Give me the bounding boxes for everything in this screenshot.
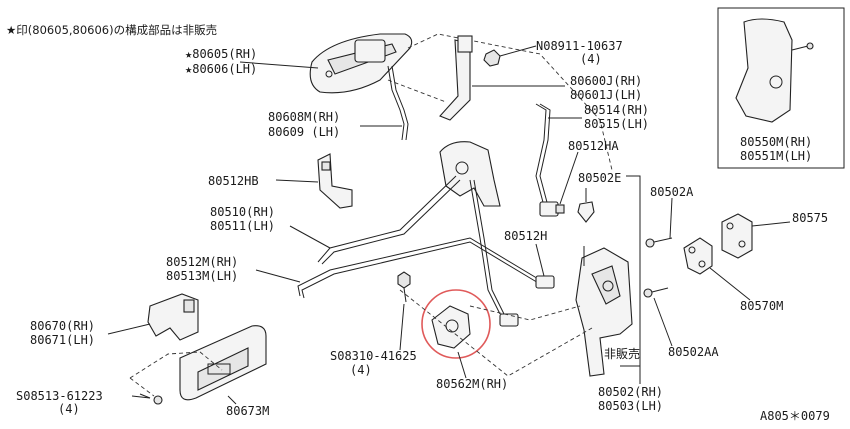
latch-bracket: [439, 141, 501, 207]
inset-box: [717, 7, 845, 169]
label-80606: ★80606(LH): [185, 62, 257, 76]
screw-80502aa: [643, 287, 669, 298]
label-80510: 80510(RH): [210, 205, 275, 219]
label-80550m: 80550M(RH): [740, 135, 812, 149]
escutcheon-80673m: [179, 325, 267, 401]
rod-80608m: [387, 65, 409, 141]
label-08911: N08911-10637: [536, 39, 623, 53]
label-80513m: 80513M(LH): [166, 269, 238, 283]
label-80515: 80515(LH): [584, 117, 649, 131]
diagram-code: A805＊0079: [760, 409, 830, 423]
label-80512ha: 80512HA: [568, 139, 619, 153]
label-80551m: 80551M(LH): [740, 149, 812, 163]
label-80600j: 80600J(RH): [570, 74, 642, 88]
label-08513: S08513-61223: [16, 389, 103, 403]
label-80502a: 80502A: [650, 185, 694, 199]
clip-80512h: [535, 275, 555, 289]
label-08911-qty: (4): [580, 52, 602, 66]
label-80673m: 80673M: [226, 404, 269, 418]
outside-handle: [309, 33, 413, 94]
label-80503: 80503(LH): [598, 399, 663, 413]
label-80605: ★80605(RH): [185, 47, 257, 61]
screw-08513: [139, 393, 163, 405]
label-80575: 80575: [792, 211, 828, 225]
screw-80502a: [645, 237, 673, 248]
clip-80512hb: [317, 153, 353, 209]
label-80670: 80670(RH): [30, 319, 95, 333]
rod-80514: [535, 103, 551, 207]
highlight-circle: [421, 289, 491, 359]
door-lock-assembly: [575, 246, 633, 377]
label-80562m: 80562M(RH): [436, 377, 508, 391]
label-80512h: 80512H: [504, 229, 547, 243]
clip-80502e: [577, 201, 595, 223]
label-80601j: 80601J(LH): [570, 88, 642, 102]
striker-80570m: [683, 237, 713, 275]
bracket-80670: [147, 293, 199, 341]
rod-80512m: [297, 179, 541, 315]
label-80502e: 80502E: [578, 171, 621, 185]
shim-80575: [721, 213, 753, 259]
label-08513-qty: (4): [58, 402, 80, 416]
label-80514: 80514(RH): [584, 103, 649, 117]
rod-80510: [317, 175, 461, 265]
label-08310: S08310-41625: [330, 349, 417, 363]
label-80671: 80671(LH): [30, 333, 95, 347]
clip-rod-joint: [499, 313, 519, 327]
clip-80512ha: [539, 201, 565, 217]
header-note: ★印(80605,80606)の構成部品は非販売: [6, 23, 217, 37]
bracket-80600j: [439, 35, 473, 121]
nut-08911: [483, 49, 501, 67]
actuator-80562m: [421, 289, 491, 359]
label-08310-qty: (4): [350, 363, 372, 377]
screw-08310: [397, 271, 411, 303]
label-80502: 80502(RH): [598, 385, 663, 399]
label-80511: 80511(LH): [210, 219, 275, 233]
label-80512hb: 80512HB: [208, 174, 259, 188]
label-80609: 80609 (LH): [268, 125, 340, 139]
label-80608m: 80608M(RH): [268, 110, 340, 124]
label-hihanbai: 非販売: [604, 346, 640, 361]
label-80570m: 80570M: [740, 299, 783, 313]
label-80502aa: 80502AA: [668, 345, 719, 359]
label-80512m: 80512M(RH): [166, 255, 238, 269]
